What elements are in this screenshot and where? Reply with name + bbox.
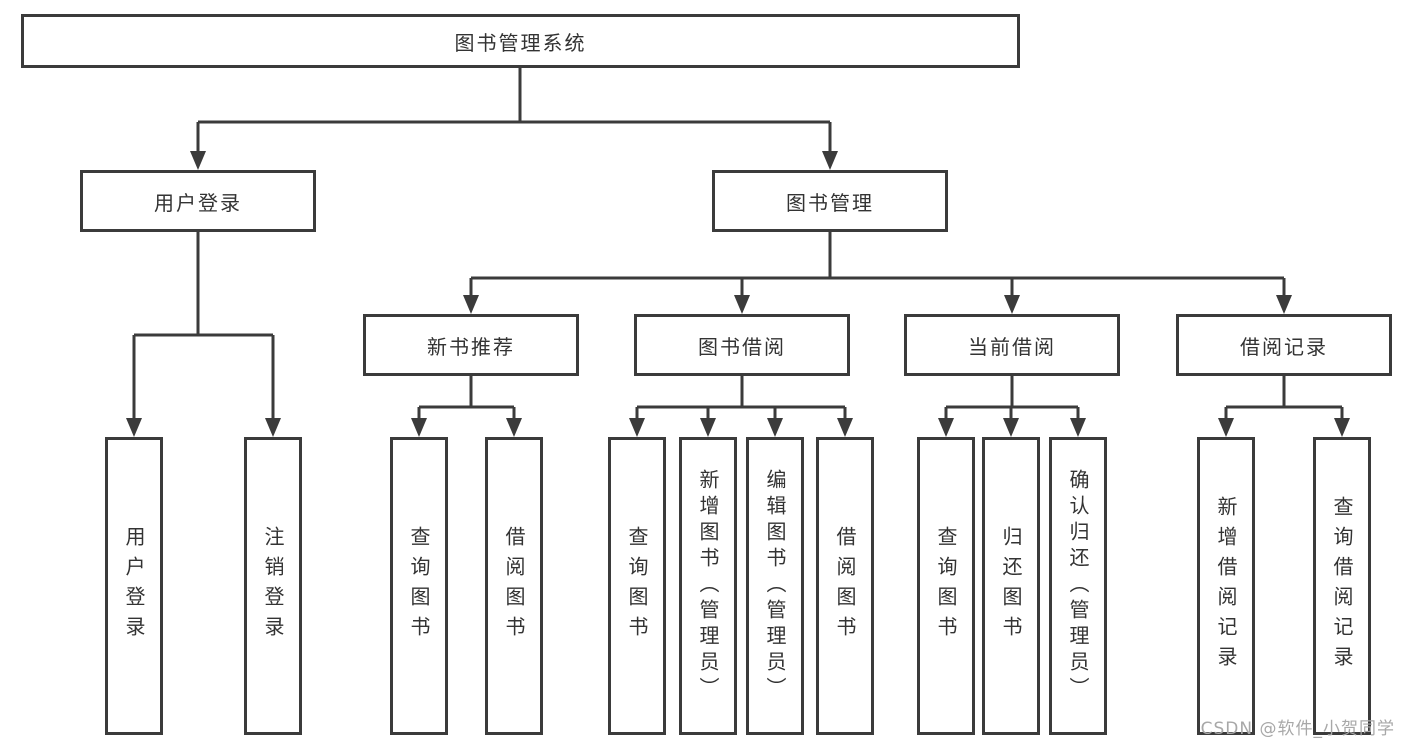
arrowhead (1070, 418, 1086, 437)
node-label: 查询借阅记录 (1330, 496, 1354, 676)
arrowhead (822, 151, 838, 170)
arrowhead (734, 295, 750, 314)
leaf-query-books-current: 查询图书 (917, 437, 975, 735)
arrowhead (629, 418, 645, 437)
arrowhead (126, 418, 142, 437)
leaf-return-books: 归还图书 (982, 437, 1040, 735)
arrowhead (700, 418, 716, 437)
leaf-borrow-books-recommend: 借阅图书 (485, 437, 543, 735)
node-label: 注销登录 (261, 526, 285, 646)
node-label: 借阅图书 (833, 526, 857, 646)
node-label: 新增借阅记录 (1214, 496, 1238, 676)
node-user-login-group: 用户登录 (80, 170, 316, 232)
arrowhead (1218, 418, 1234, 437)
node-label: 当前借阅 (968, 334, 1056, 359)
node-label: 图书管理系统 (454, 30, 587, 55)
node-borrowing-records: 借阅记录 (1176, 314, 1392, 376)
arrowhead (837, 418, 853, 437)
leaf-confirm-return-admin: 确认归还（管理员） (1049, 437, 1107, 735)
leaf-query-books-borrowing: 查询图书 (608, 437, 666, 735)
node-current-borrowing: 当前借阅 (904, 314, 1120, 376)
arrowhead (190, 151, 206, 170)
node-label: 归还图书 (999, 526, 1023, 646)
node-label: 借阅记录 (1240, 334, 1328, 359)
leaf-logout: 注销登录 (244, 437, 302, 735)
arrowhead (1276, 295, 1292, 314)
node-book-management-system: 图书管理系统 (21, 14, 1020, 68)
arrowhead (265, 418, 281, 437)
node-label: 查询图书 (407, 526, 431, 646)
node-label: 图书管理 (786, 190, 874, 215)
node-new-book-recommend: 新书推荐 (363, 314, 579, 376)
node-label: 确认归还（管理员） (1066, 469, 1090, 703)
arrowhead (1004, 295, 1020, 314)
arrowhead (506, 418, 522, 437)
node-label: 用户登录 (154, 190, 242, 215)
leaf-query-books-recommend: 查询图书 (390, 437, 448, 735)
arrowhead (938, 418, 954, 437)
node-label: 新书推荐 (427, 334, 515, 359)
node-label: 用户登录 (122, 526, 146, 646)
watermark: CSDN @软件_小贺同学 (1200, 719, 1395, 739)
arrowhead (411, 418, 427, 437)
arrowhead (1003, 418, 1019, 437)
leaf-query-borrow-record: 查询借阅记录 (1313, 437, 1371, 735)
node-label: 查询图书 (625, 526, 649, 646)
leaf-add-books-admin: 新增图书（管理员） (679, 437, 737, 735)
node-label: 新增图书（管理员） (696, 469, 720, 703)
arrowhead (1334, 418, 1350, 437)
node-label: 借阅图书 (502, 526, 526, 646)
node-book-borrowing: 图书借阅 (634, 314, 850, 376)
arrowhead (767, 418, 783, 437)
leaf-add-borrow-record: 新增借阅记录 (1197, 437, 1255, 735)
node-label: 图书借阅 (698, 334, 786, 359)
arrowhead (463, 295, 479, 314)
node-book-management: 图书管理 (712, 170, 948, 232)
node-label: 编辑图书（管理员） (763, 469, 787, 703)
leaf-edit-books-admin: 编辑图书（管理员） (746, 437, 804, 735)
leaf-user-login: 用户登录 (105, 437, 163, 735)
leaf-borrow-books-borrowing: 借阅图书 (816, 437, 874, 735)
node-label: 查询图书 (934, 526, 958, 646)
